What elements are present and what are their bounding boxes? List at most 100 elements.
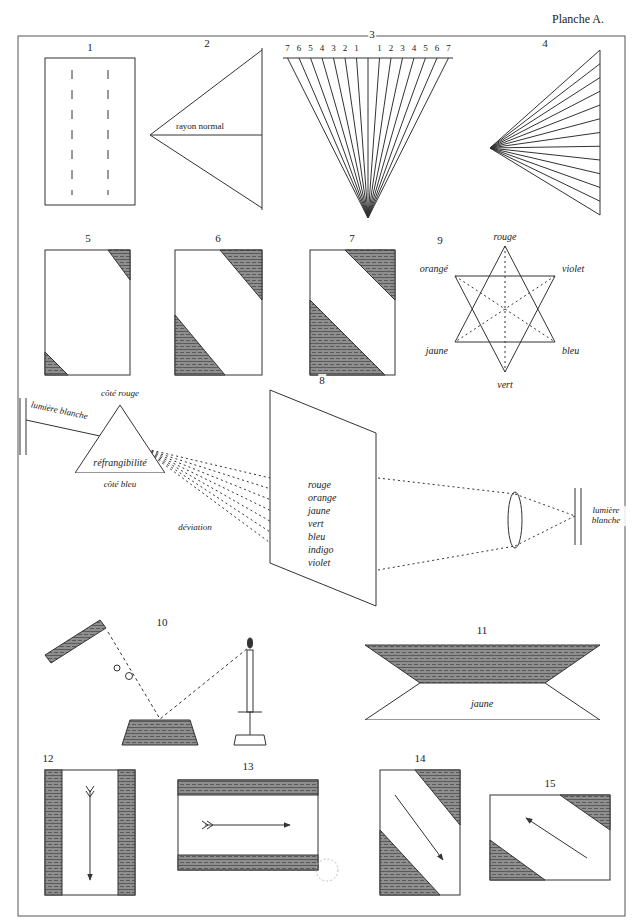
fan-rays (288, 50, 601, 218)
arrow-tail (202, 821, 213, 829)
fig14-card (380, 770, 460, 895)
shade (345, 250, 395, 300)
shade (560, 795, 610, 830)
plate-stroke (368, 58, 369, 218)
sight-lines (108, 632, 248, 719)
shade (415, 770, 460, 825)
figure-number: 4 (541, 37, 549, 49)
plate-frame (18, 36, 625, 916)
figure-number: 5 (84, 232, 92, 244)
plate-stroke (368, 58, 391, 218)
ray-number: 1 (353, 44, 360, 54)
bubble (126, 673, 133, 680)
recombined-rays (378, 478, 575, 570)
figure-number: 2 (203, 37, 211, 49)
ray-number: 2 (388, 44, 395, 54)
plate-stroke (490, 148, 600, 174)
figure-number: 15 (544, 777, 557, 789)
plate-stroke (299, 58, 368, 218)
complement-lines (455, 246, 555, 372)
figure-number: 9 (436, 234, 444, 246)
fig13-card (178, 780, 318, 870)
screen-panel: rougeorangejaunevertbleuindigoviolet (268, 388, 378, 608)
ray-number: 6 (296, 44, 303, 54)
screen-wall (575, 488, 581, 545)
lens (508, 492, 522, 548)
figure-number: 7 (348, 232, 356, 244)
fig6-card (175, 250, 262, 375)
ray-number: 4 (411, 44, 418, 54)
plate-stroke (357, 58, 369, 218)
fig11-dark (365, 645, 600, 683)
plate-stroke (490, 91, 600, 148)
figure-number: 8 (318, 374, 326, 386)
white-beam (26, 420, 100, 436)
light-label: lumière blanche (29, 400, 90, 422)
plate-stroke (490, 148, 600, 215)
node-shape (365, 683, 600, 720)
figure-number: 14 (414, 752, 427, 764)
plate-stroke (490, 148, 600, 201)
ray-number: 7 (284, 44, 291, 54)
figure-number: 6 (214, 232, 222, 244)
figure-number: 10 (156, 616, 169, 628)
candlestick (234, 712, 266, 745)
plate-stroke (490, 133, 600, 149)
plate-stroke (368, 58, 403, 218)
shade (45, 352, 68, 375)
plate-title: Planche A. (551, 13, 605, 26)
arrow (90, 790, 91, 880)
arrow (526, 818, 587, 858)
ray-number: 3 (330, 44, 337, 54)
figure-number: 1 (86, 41, 94, 53)
table (122, 720, 198, 745)
plate-stroke (490, 146, 600, 148)
light-label: lumière blanche (583, 506, 629, 526)
ray-number: 5 (307, 44, 314, 54)
candle (247, 650, 253, 712)
node-shape (270, 390, 376, 606)
node-text: bleu (308, 531, 325, 542)
slit-wall (20, 398, 26, 455)
node-text: jaune (308, 505, 330, 516)
figure-number: 11 (476, 624, 489, 636)
colour-name: jaune (425, 345, 449, 356)
prism-side-label: côté bleu (103, 480, 138, 490)
node-text: jaune (471, 698, 493, 709)
figure-number: 13 (242, 760, 255, 772)
colour-name: bleu (561, 345, 580, 356)
arrow (205, 825, 290, 826)
arrow-tail (86, 786, 94, 797)
plate-stroke (490, 50, 600, 148)
colour-name: violet (561, 263, 585, 274)
fig1-dashes (72, 70, 73, 195)
arrow (395, 795, 443, 860)
shade (175, 315, 225, 375)
plate-stroke (311, 58, 369, 218)
node-text: vert (308, 518, 324, 529)
prism-side-label: côté rouge (100, 389, 140, 399)
shade (178, 780, 318, 795)
node-text: réfrangibilité (93, 457, 146, 468)
plate-stroke (368, 58, 414, 218)
plate-stroke (334, 58, 369, 218)
shade (490, 840, 545, 880)
fig11-light: jaune (365, 683, 600, 720)
ray-number: 7 (445, 44, 452, 54)
shade (45, 770, 62, 895)
plate-stroke (368, 58, 426, 218)
plate-stroke (345, 58, 368, 218)
fig15-card (490, 795, 610, 880)
node-text: orange (308, 492, 336, 503)
bubble (114, 665, 120, 671)
ray-label: rayon normal (175, 122, 225, 132)
figure-number: 3 (368, 28, 376, 40)
shade (118, 770, 135, 895)
flame (248, 638, 253, 648)
plate-stroke (18, 36, 625, 916)
plate-stroke (490, 78, 600, 149)
fig5-card (45, 250, 130, 375)
fig1-dashes (108, 70, 109, 195)
plate-stroke (368, 58, 380, 218)
